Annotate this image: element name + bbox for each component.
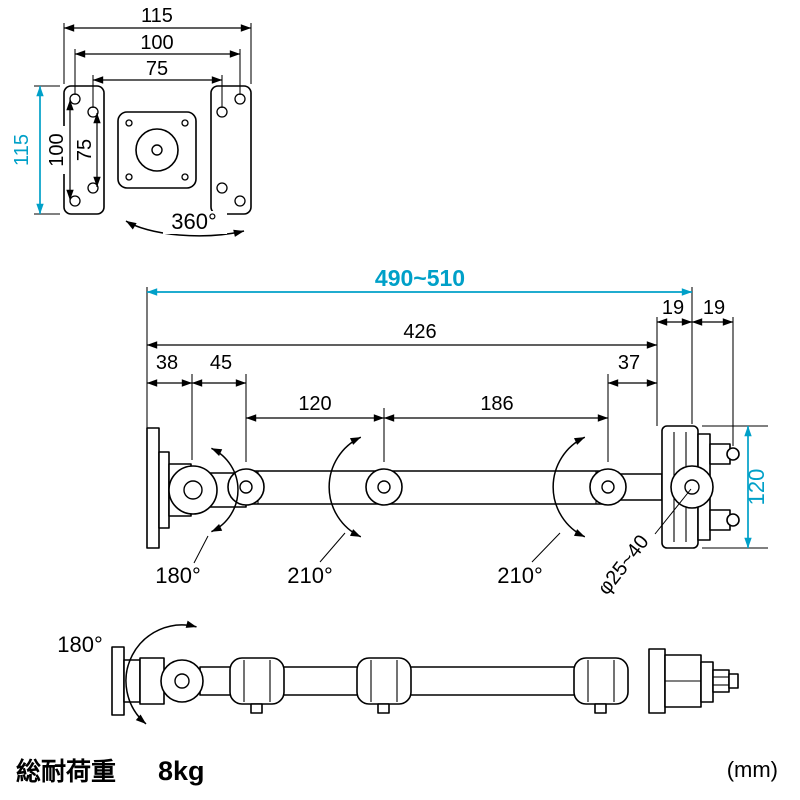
clamp-bolt-bottom <box>726 513 740 527</box>
dim-seg-back: 38 <box>156 352 178 374</box>
clamp-plate-top <box>648 648 666 714</box>
arm-top-view: 180° <box>57 620 739 725</box>
vesa-plate-dimensions: 115 100 75 115 100 75 360° <box>11 5 252 237</box>
front-joint-arc-210 <box>552 436 586 538</box>
dim-clamp-left: 19 <box>662 297 684 319</box>
joint-screw-3 <box>594 703 607 714</box>
dim-plate-width-mid: 100 <box>140 32 173 54</box>
joint-screw-1 <box>250 703 263 714</box>
dim-seg-mid: 120 <box>298 393 331 415</box>
vesa-plate-front-view <box>63 85 252 215</box>
pole-hole <box>670 465 714 509</box>
dim-seg-front: 186 <box>480 393 513 415</box>
dim-plate-width-outer: 115 <box>141 5 173 27</box>
angle-tilt-label: 180° <box>155 563 201 588</box>
arm-side-view <box>146 425 740 549</box>
footer: 総耐荷重 8kg (mm) <box>16 756 778 786</box>
mid-joint-arc-210 <box>328 436 362 538</box>
load-capacity-label: 総耐荷重 <box>16 757 116 786</box>
rear-joint <box>227 468 265 506</box>
angle-swivel-label: 180° <box>57 632 103 657</box>
vesa-right-bracket <box>210 85 252 215</box>
dim-plate-height-mid: 100 <box>46 133 68 166</box>
unit-label: (mm) <box>727 757 778 782</box>
rotation-label-360: 360° <box>171 209 217 234</box>
angle-mid-joint-label: 210° <box>287 563 333 588</box>
arm-bar <box>245 470 611 505</box>
tilt-joint-top <box>160 659 204 703</box>
dim-clamp-height: 120 <box>744 469 769 506</box>
load-capacity-value: 8kg <box>158 756 205 786</box>
clamp-bolt-top <box>726 447 740 461</box>
dim-arm-length: 426 <box>403 321 436 343</box>
tilt-arc-180 <box>211 447 239 533</box>
tilt-joint <box>168 465 218 515</box>
swivel-arc-180 <box>125 620 197 725</box>
dim-clamp-right: 19 <box>703 297 725 319</box>
rotation-arc-360 <box>125 220 245 237</box>
joint-screw-2 <box>377 703 390 714</box>
rear-joint-housing <box>229 657 285 705</box>
dim-plate-height-outer: 115 <box>11 134 33 166</box>
dim-total-length: 490~510 <box>375 265 465 291</box>
pole-diameter-label: φ25~40 <box>594 531 654 599</box>
vesa-rotation-hub <box>135 128 179 172</box>
front-joint <box>589 468 627 506</box>
front-joint-housing <box>573 657 629 705</box>
mid-joint <box>365 468 403 506</box>
dim-seg-joint: 45 <box>210 352 232 374</box>
dim-plate-height-inner: 75 <box>74 139 96 161</box>
mid-joint-housing <box>356 657 412 705</box>
vesa-plate-top <box>111 646 125 716</box>
vesa-center-hole <box>151 144 163 156</box>
dim-plate-width-inner: 75 <box>146 58 168 80</box>
clamp-knob <box>728 673 739 689</box>
vesa-plate-side <box>146 427 160 549</box>
dim-seg-clamp: 37 <box>618 352 640 374</box>
angle-front-joint-label: 210° <box>497 563 543 588</box>
arm-side-view-dimensions: 490~510 426 19 19 38 45 37 120 186 120 1… <box>146 265 769 599</box>
